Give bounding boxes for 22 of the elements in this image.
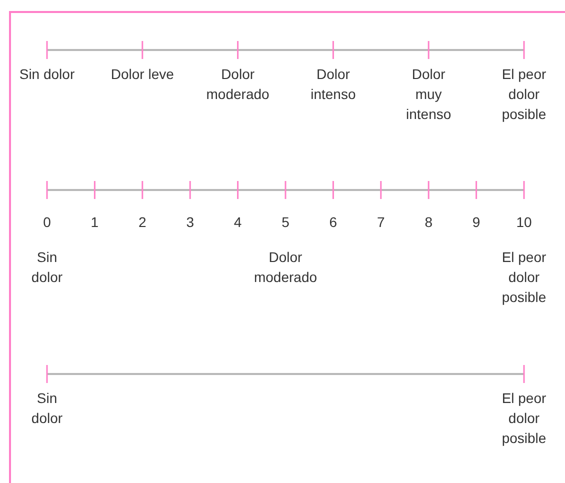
tick-number: 5 bbox=[280, 213, 290, 232]
scale-label: El peor dolor posible bbox=[500, 389, 548, 448]
scale-label: Sin dolor bbox=[30, 389, 64, 428]
scale-label: Dolor muy intenso bbox=[405, 65, 452, 124]
scale-label: El peor dolor posible bbox=[500, 65, 548, 124]
tick-number: 1 bbox=[90, 213, 100, 232]
scale-label: El peor dolor posible bbox=[500, 248, 548, 307]
scale-label: Dolor moderado bbox=[252, 248, 318, 287]
tick-number: 2 bbox=[137, 213, 148, 232]
scale-label: Dolor moderado bbox=[205, 65, 270, 104]
tick-number: 9 bbox=[471, 213, 482, 232]
scale-label: Sin dolor bbox=[18, 65, 76, 84]
scale-label: Dolor intenso bbox=[310, 65, 357, 104]
tick-number: 0 bbox=[42, 213, 52, 232]
tick-number: 8 bbox=[424, 213, 434, 232]
scale-label: Dolor leve bbox=[110, 65, 175, 84]
tick-number: 10 bbox=[515, 213, 533, 232]
tick-number: 4 bbox=[232, 213, 243, 232]
scale-label: Sin dolor bbox=[30, 248, 64, 287]
tick-number: 6 bbox=[328, 213, 338, 232]
tick-number: 3 bbox=[185, 213, 195, 232]
tick-number: 7 bbox=[376, 213, 386, 232]
